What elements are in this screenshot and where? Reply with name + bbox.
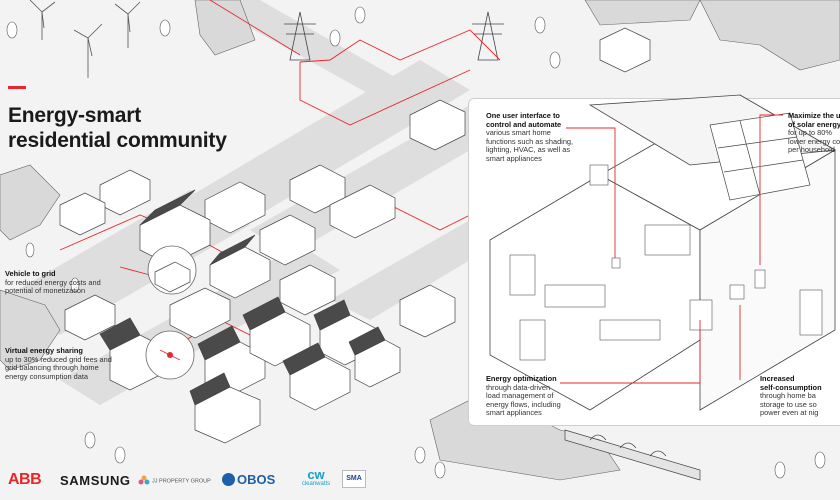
partner-logos: ABB SAMSUNG JJ PROPERTY GROUP OBOS cw cl…: [0, 460, 840, 500]
callout-text: per household: [788, 145, 835, 155]
obos-label: OBOS: [237, 472, 276, 487]
obos-logo: OBOS: [222, 472, 275, 487]
callout-text: various smart home: [486, 128, 551, 138]
abb-logo: ABB: [8, 471, 42, 488]
callout-text: up to 30% reduced grid fees and: [5, 354, 112, 364]
callout-heading: self-consumption: [760, 382, 822, 392]
callout-text: for up to 80%: [788, 128, 832, 138]
title-line-2: residential community: [8, 129, 227, 152]
callout-text: smart appliances: [486, 153, 542, 163]
callout-text: functions such as shading,: [486, 136, 574, 146]
callout-heading: Vehicle to grid: [5, 269, 56, 278]
cleanwatts-logo: cw cleanwatts: [294, 468, 338, 487]
callout-heading: control and automate: [486, 119, 562, 129]
callout-virtual-energy-sharing: Virtual energy sharing up to 30% reduced…: [5, 346, 130, 381]
callout-text: grid balancing through home: [5, 363, 99, 373]
callout-heading: One user interface to: [486, 111, 560, 120]
sma-logo: SMA: [342, 470, 366, 488]
bridge: [564, 429, 701, 481]
callout-energy-optimization: Energy optimization through data-driven …: [486, 374, 596, 418]
rooms: [509, 164, 823, 361]
jj-property-group-logo: JJ PROPERTY GROUP: [138, 475, 211, 487]
callout-text: power even at nig: [760, 408, 819, 418]
callout-heading: Virtual energy sharing: [5, 346, 83, 355]
callout-heading: Increased: [760, 375, 795, 383]
callout-text: potential of monetization: [5, 286, 86, 296]
callout-solar-energy: Maximize the use of solar energy for up …: [788, 112, 840, 155]
cleanwatts-label: cleanwatts: [301, 481, 331, 487]
power-pylons: [284, 11, 504, 61]
title-line-1: Energy-smart: [8, 104, 141, 127]
callout-text: for reduced energy costs and: [5, 277, 101, 287]
callout-heading: Maximize the use: [788, 112, 840, 120]
callout-self-consumption: Increased self-consumption through home …: [760, 375, 840, 418]
circle-details: [154, 261, 191, 361]
callout-text: lighting, HVAC, as well as: [486, 145, 571, 155]
obos-mark-icon: [222, 473, 235, 486]
trees: [6, 6, 826, 479]
jj-property-group-label: JJ PROPERTY GROUP: [152, 478, 211, 485]
callout-user-interface: One user interface to control and automa…: [486, 111, 596, 164]
callout-text: lower energy cost: [788, 136, 840, 146]
callout-text: storage to use so: [760, 399, 817, 409]
callout-vehicle-to-grid: Vehicle to grid for reduced energy costs…: [5, 269, 130, 296]
callout-heading: Energy optimization: [486, 374, 557, 383]
callout-text: through home ba: [760, 391, 816, 401]
house-callout-lines: [560, 114, 783, 384]
callout-text: load management of: [486, 391, 554, 401]
title-accent-bar: [8, 86, 26, 89]
page-title: Energy-smart residential community: [8, 103, 227, 153]
callout-text: through data-driven: [486, 382, 551, 392]
samsung-logo: SAMSUNG: [60, 473, 131, 488]
callout-text: energy consumption data: [5, 371, 88, 381]
cleanwatts-mark: cw: [307, 467, 325, 482]
jj-flower-icon: [138, 475, 150, 485]
callout-heading: of solar energy: [788, 119, 840, 129]
wind-turbines: [29, 0, 141, 78]
callout-text: energy flows, including: [486, 399, 561, 409]
houses: [59, 27, 651, 444]
callout-text: smart appliances: [486, 408, 542, 418]
